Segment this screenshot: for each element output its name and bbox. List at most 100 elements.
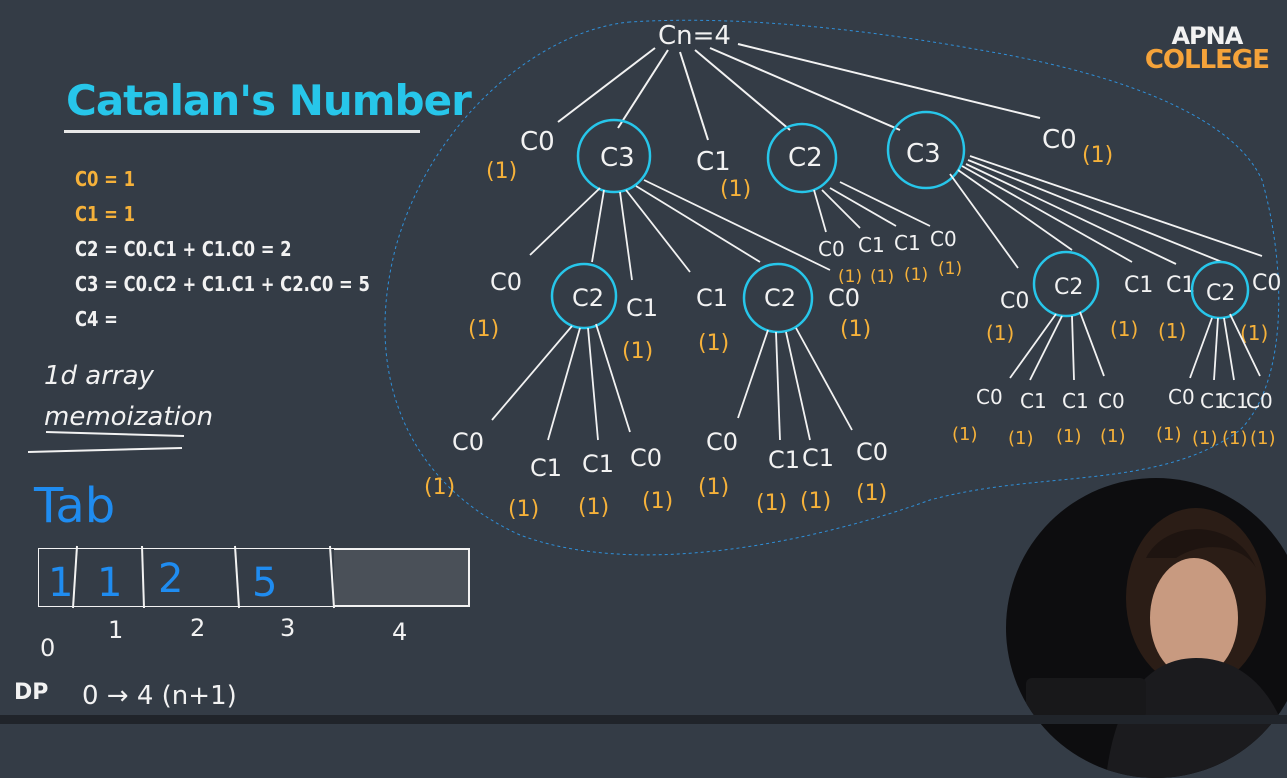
tree-boundary bbox=[384, 19, 1280, 556]
node-c1: C1 bbox=[696, 147, 731, 177]
value-one: (1) bbox=[622, 339, 653, 364]
value-one: (1) bbox=[468, 317, 499, 342]
node-c3: C3 bbox=[906, 139, 941, 169]
value-one: (1) bbox=[1008, 428, 1034, 449]
tab-array: 1 1 2 5 0 1 2 3 4 bbox=[38, 545, 470, 662]
value-one: (1) bbox=[698, 331, 729, 356]
node-c0: C0 bbox=[490, 268, 522, 296]
tab-divider bbox=[234, 545, 240, 609]
node-c0: C0 bbox=[520, 127, 555, 157]
value-one: (1) bbox=[756, 491, 787, 516]
node-c0: C0 bbox=[452, 428, 484, 456]
root-edges bbox=[557, 43, 1041, 141]
node-c1: C1 bbox=[802, 444, 834, 472]
definition-c3: C3 = C0.C2 + C1.C1 + C2.C0 = 5 bbox=[75, 272, 370, 296]
node-c0: C0 bbox=[1246, 389, 1273, 413]
node-c0: C0 bbox=[1252, 271, 1281, 296]
note-1d-array: 1d array bbox=[44, 361, 155, 391]
value-one: (1) bbox=[1192, 428, 1218, 449]
node-c0: C0 bbox=[1000, 289, 1029, 314]
value-one: (1) bbox=[1250, 428, 1276, 449]
node-c2: C2 bbox=[764, 284, 796, 312]
dp-label: DP bbox=[14, 680, 49, 705]
value-one: (1) bbox=[578, 495, 609, 520]
node-c0: C0 bbox=[818, 237, 845, 261]
tab-index-0: 0 bbox=[40, 634, 55, 662]
title-underline bbox=[64, 130, 420, 133]
subproblem-circle bbox=[550, 262, 618, 330]
node-c1: C1 bbox=[696, 284, 728, 312]
tab-cell-0: 1 bbox=[48, 560, 73, 606]
value-one: (1) bbox=[424, 475, 455, 500]
subproblem-circle bbox=[766, 122, 838, 194]
tab-cell-1: 1 bbox=[97, 560, 122, 606]
subproblem-circle bbox=[886, 110, 966, 190]
value-one: (1) bbox=[1240, 321, 1268, 345]
value-one: (1) bbox=[1158, 319, 1186, 343]
value-one: (1) bbox=[938, 259, 962, 279]
presenter-silhouette bbox=[1026, 508, 1287, 778]
tab-divider bbox=[72, 545, 78, 609]
value-one: (1) bbox=[1156, 424, 1182, 445]
value-one: (1) bbox=[986, 321, 1014, 345]
node-c0: C0 bbox=[976, 385, 1003, 409]
value-one: (1) bbox=[698, 475, 729, 500]
value-one: (1) bbox=[642, 489, 673, 514]
tab-label: Tab bbox=[33, 478, 115, 534]
node-c0: C0 bbox=[1042, 125, 1077, 155]
node-c2: C2 bbox=[572, 284, 604, 312]
value-one: (1) bbox=[870, 267, 894, 287]
value-one: (1) bbox=[1222, 428, 1248, 449]
node-c3: C3 bbox=[600, 143, 635, 173]
definition-c4: C4 = bbox=[75, 307, 118, 331]
node-c0: C0 bbox=[630, 444, 662, 472]
value-one: (1) bbox=[1082, 143, 1113, 168]
whiteboard-canvas: 1d array memoization Tab 1 1 2 5 0 1 2 3… bbox=[27, 19, 1281, 711]
node-c1: C1 bbox=[768, 446, 800, 474]
note-memoization: memoization bbox=[44, 402, 213, 432]
tab-index-2: 2 bbox=[190, 614, 205, 642]
video-progress-bar bbox=[0, 715, 1287, 724]
definition-c1: C1 = 1 bbox=[75, 202, 136, 226]
tab-divider bbox=[329, 545, 335, 609]
tab-index-3: 3 bbox=[280, 614, 295, 642]
node-c1: C1 bbox=[1020, 389, 1047, 413]
value-one: (1) bbox=[508, 497, 539, 522]
node-c0: C0 bbox=[828, 284, 860, 312]
catalan-definitions: C0 = 1 C1 = 1 C2 = C0.C1 + C1.C0 = 2 C3 … bbox=[75, 162, 370, 337]
dp-range: 0 → 4 (n+1) bbox=[82, 681, 237, 711]
subproblem-circle bbox=[576, 118, 652, 194]
value-one: (1) bbox=[800, 489, 831, 514]
brand-logo: APNA COLLEGE bbox=[1144, 24, 1270, 75]
note-underline-2 bbox=[27, 447, 183, 453]
node-c0: C0 bbox=[930, 227, 957, 251]
value-one: (1) bbox=[856, 481, 887, 506]
level3-edges bbox=[491, 311, 1261, 441]
node-c1: C1 bbox=[1222, 389, 1249, 413]
subproblem-circle bbox=[1032, 250, 1100, 318]
node-c0: C0 bbox=[856, 438, 888, 466]
value-one: (1) bbox=[838, 267, 862, 287]
tree-root: Cn=4 bbox=[658, 21, 731, 51]
subproblem-circle bbox=[1190, 260, 1250, 320]
logo-line-2: COLLEGE bbox=[1144, 45, 1270, 75]
definition-c2: C2 = C0.C1 + C1.C0 = 2 bbox=[75, 237, 292, 261]
node-c2: C2 bbox=[1206, 281, 1235, 306]
tab-index-4: 4 bbox=[392, 618, 407, 646]
tab-divider bbox=[141, 545, 145, 609]
value-one: (1) bbox=[1056, 426, 1082, 447]
tab-cell-2: 2 bbox=[158, 556, 183, 602]
value-one: (1) bbox=[904, 265, 928, 285]
tab-cell-3: 5 bbox=[252, 560, 277, 606]
node-c1: C1 bbox=[1062, 389, 1089, 413]
page-title: Catalan's Number bbox=[66, 76, 472, 125]
tab-index-1: 1 bbox=[108, 616, 123, 644]
node-c2: C2 bbox=[1054, 275, 1083, 300]
level2-edges bbox=[529, 155, 1263, 281]
node-c1: C1 bbox=[1200, 389, 1227, 413]
node-c0: C0 bbox=[1098, 389, 1125, 413]
node-c1: C1 bbox=[1166, 273, 1195, 298]
presenter-webcam bbox=[1006, 478, 1287, 778]
node-c1: C1 bbox=[894, 231, 921, 255]
value-one: (1) bbox=[952, 424, 978, 445]
